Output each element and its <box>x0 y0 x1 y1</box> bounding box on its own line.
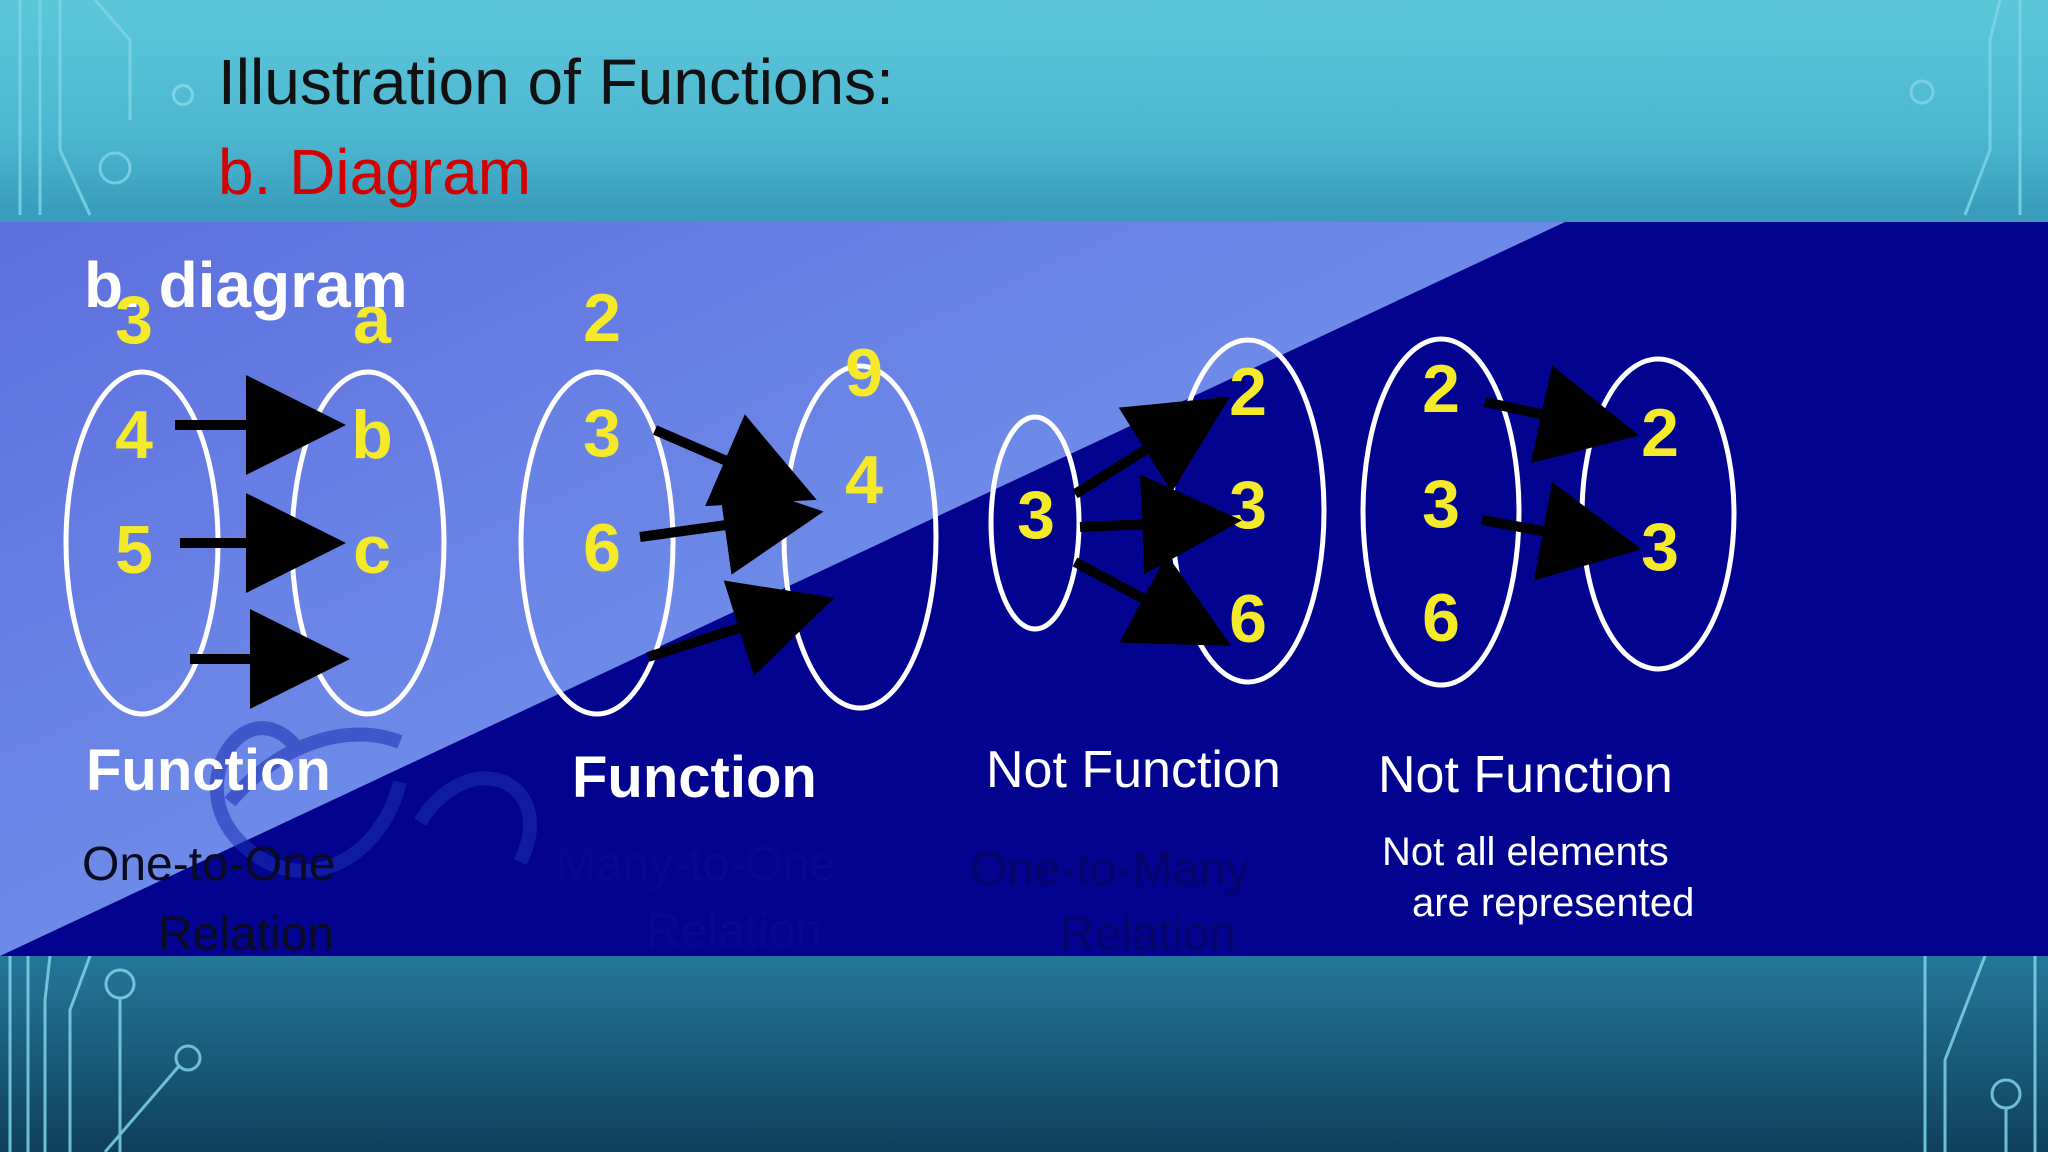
group-1: 3 4 5 a b c Function One-to-One Relation <box>63 282 447 956</box>
element-label: 3 <box>1422 466 1460 542</box>
diagram-heading: b. diagram <box>84 249 408 321</box>
element-label: 5 <box>115 512 153 588</box>
group-label: Function <box>86 738 331 803</box>
element-label: 2 <box>1641 395 1679 471</box>
domain-oval <box>1360 336 1522 688</box>
domain-oval <box>518 369 676 717</box>
mapping-arrow <box>639 475 824 575</box>
mapping-arrow <box>1079 474 1242 575</box>
group-description-line1: One-to-Many <box>970 843 1250 896</box>
mapping-arrow <box>1481 482 1642 581</box>
mapping-arrow <box>1072 396 1230 499</box>
mapping-arrow <box>646 580 835 676</box>
diagram-panel: b. diagram 3 4 5 a b c Function One-to-O… <box>0 222 2048 956</box>
mapping-arrow <box>653 414 817 507</box>
mapping-arrow <box>1072 554 1232 646</box>
element-label: 3 <box>1641 509 1679 585</box>
element-label: 6 <box>1229 581 1267 657</box>
mapping-arrow <box>1483 365 1640 464</box>
element-label: 2 <box>1422 351 1460 427</box>
slide-subtitle: b. Diagram <box>218 136 531 208</box>
domain-oval <box>988 414 1082 632</box>
slide-bottom-band <box>0 956 2048 1152</box>
group-2: 2 3 6 9 4 Function Many-to-One Relation <box>518 280 939 956</box>
group-description-line1: Not all elements <box>1382 830 1669 874</box>
element-label: 3 <box>583 395 621 471</box>
group-description-line2: Relation <box>158 908 334 956</box>
element-label: 4 <box>845 442 883 518</box>
group-label: Not Function <box>986 741 1281 799</box>
group-label: Function <box>572 745 817 810</box>
diagram-graphic: b. diagram 3 4 5 a b c Function One-to-O… <box>0 222 1737 956</box>
group-description-line2: Relation <box>1060 908 1236 956</box>
group-4: 2 3 6 2 3 Not Function Not all elements … <box>1360 336 1737 925</box>
element-label: c <box>353 512 391 588</box>
element-label: 4 <box>115 397 153 473</box>
element-label: 3 <box>115 282 153 358</box>
group-description-line2: Relation <box>646 905 822 956</box>
bullet-marker <box>172 84 194 106</box>
element-label: 9 <box>845 335 883 411</box>
watermark-logo <box>209 721 537 878</box>
group-description-line2: are represented <box>1412 881 1694 925</box>
element-label: 6 <box>1422 580 1460 656</box>
group-3: 3 2 3 6 Not Function One-to-Many Relatio… <box>970 337 1327 956</box>
element-label: 3 <box>1017 477 1055 553</box>
group-label: Not Function <box>1378 746 1673 804</box>
element-label: 2 <box>583 280 621 356</box>
group-description-line1: One-to-One <box>82 838 335 891</box>
element-label: a <box>353 282 392 358</box>
group-description-line1: Many-to-One <box>556 838 836 891</box>
element-label: b <box>351 397 393 473</box>
element-label: 2 <box>1229 354 1267 430</box>
slide-title: Illustration of Functions: <box>218 46 894 118</box>
element-label: 6 <box>583 510 621 586</box>
element-label: 3 <box>1229 467 1267 543</box>
